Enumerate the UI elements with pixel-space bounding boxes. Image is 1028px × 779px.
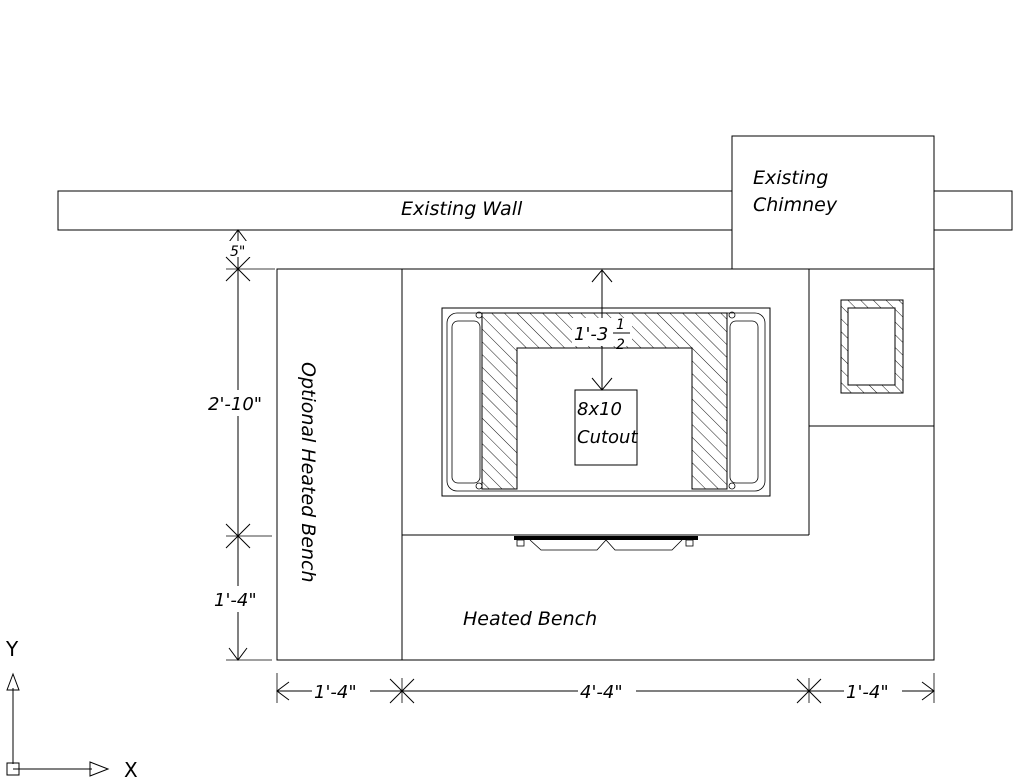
horizontal-dimensions: 1'-4" 4'-4" 1'-4" [276,673,935,704]
firebox-offset-fraction-num: 1 [616,317,625,333]
existing-wall-label: Existing Wall [401,198,523,220]
cutout-box [574,389,638,466]
firebox-outer [441,307,771,497]
firebox-door [514,536,698,551]
heated-bench-label: Heated Bench [463,608,597,630]
dimension-vertical-upper: 2'-10" [208,394,262,415]
dimension-vertical-lower: 1'-4" [214,590,257,611]
dimension-horizontal-middle: 4'-4" [580,682,623,703]
ucs-icon: Y X [5,637,138,779]
dimension-horizontal-right: 1'-4" [846,682,889,703]
existing-wall: Existing Wall [57,190,1013,231]
chimney-label-line2: Chimney [753,194,838,216]
dimension-horizontal-left: 1'-4" [314,682,357,703]
existing-chimney: Existing Chimney [731,135,935,270]
firebox-offset-fraction-den: 2 [616,337,625,353]
optional-heated-bench-label: Optional Heated Bench [297,362,319,583]
cutout-label-line1: 8x10 [577,399,622,420]
dimension-wall-gap: 5" [230,244,245,260]
chimney-label-line1: Existing [753,167,828,189]
cutout-label-line2: Cutout [577,427,638,448]
firebox-offset-label: 1'-3 [574,324,608,345]
flue-liner [840,299,904,394]
y-axis-label: Y [5,637,19,661]
firebox-offset-dimension: 1'-3 1 2 [572,269,632,391]
vertical-dimensions: 5" 2'-10" 1'-4" [206,229,275,661]
x-axis-label: X [124,758,138,779]
heater-footprint [276,268,935,661]
firebox: 8x10 Cutout [441,307,771,497]
